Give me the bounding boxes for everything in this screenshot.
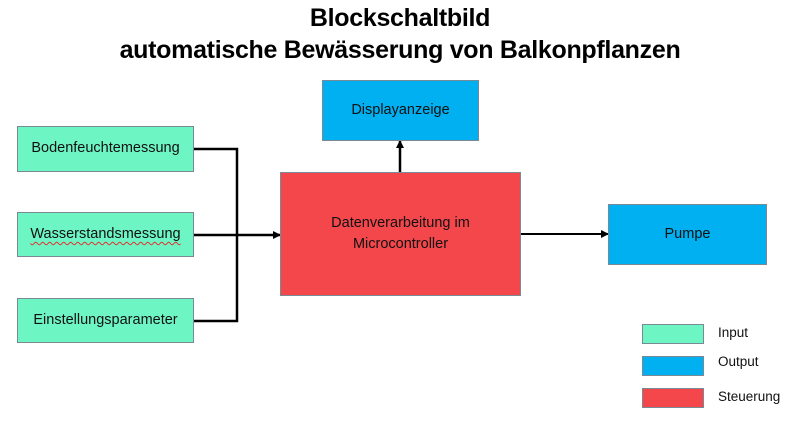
block-processing: Datenverarbeitung im Microcontroller: [280, 172, 521, 296]
wire-soil-moisture: [194, 147, 239, 235]
block-processing-label-line2: Microcontroller: [352, 236, 449, 252]
block-settings: Einstellungsparameter: [17, 298, 194, 343]
block-settings-label: Einstellungsparameter: [33, 311, 178, 328]
block-soil-moisture: Bodenfeuchtemessung: [17, 126, 194, 172]
legend-swatch-control: [642, 388, 704, 408]
legend-label-input: Input: [718, 325, 749, 340]
block-pump-label: Pumpe: [664, 225, 711, 242]
legend-swatch-input: [642, 324, 704, 344]
legend-swatch-output: [642, 356, 704, 376]
block-processing-label-line1: Datenverarbeitung im: [331, 214, 470, 231]
diagram-subtitle: automatische Bewässerung von Balkonpflan…: [119, 36, 681, 64]
wire-settings: [194, 235, 239, 323]
legend-label-control: Steuerung: [718, 389, 781, 404]
block-water-level-label: Wasserstandsmessung: [30, 225, 181, 242]
legend-label-output: Output: [718, 354, 759, 369]
block-soil-moisture-label: Bodenfeuchtemessung: [31, 140, 180, 157]
diagram-title: Blockschaltbild: [309, 4, 491, 32]
block-pump: Pumpe: [608, 204, 767, 265]
block-display: Displayanzeige: [322, 80, 479, 141]
block-water-level: Wasserstandsmessung: [17, 212, 194, 257]
block-display-label: Displayanzeige: [351, 101, 450, 118]
